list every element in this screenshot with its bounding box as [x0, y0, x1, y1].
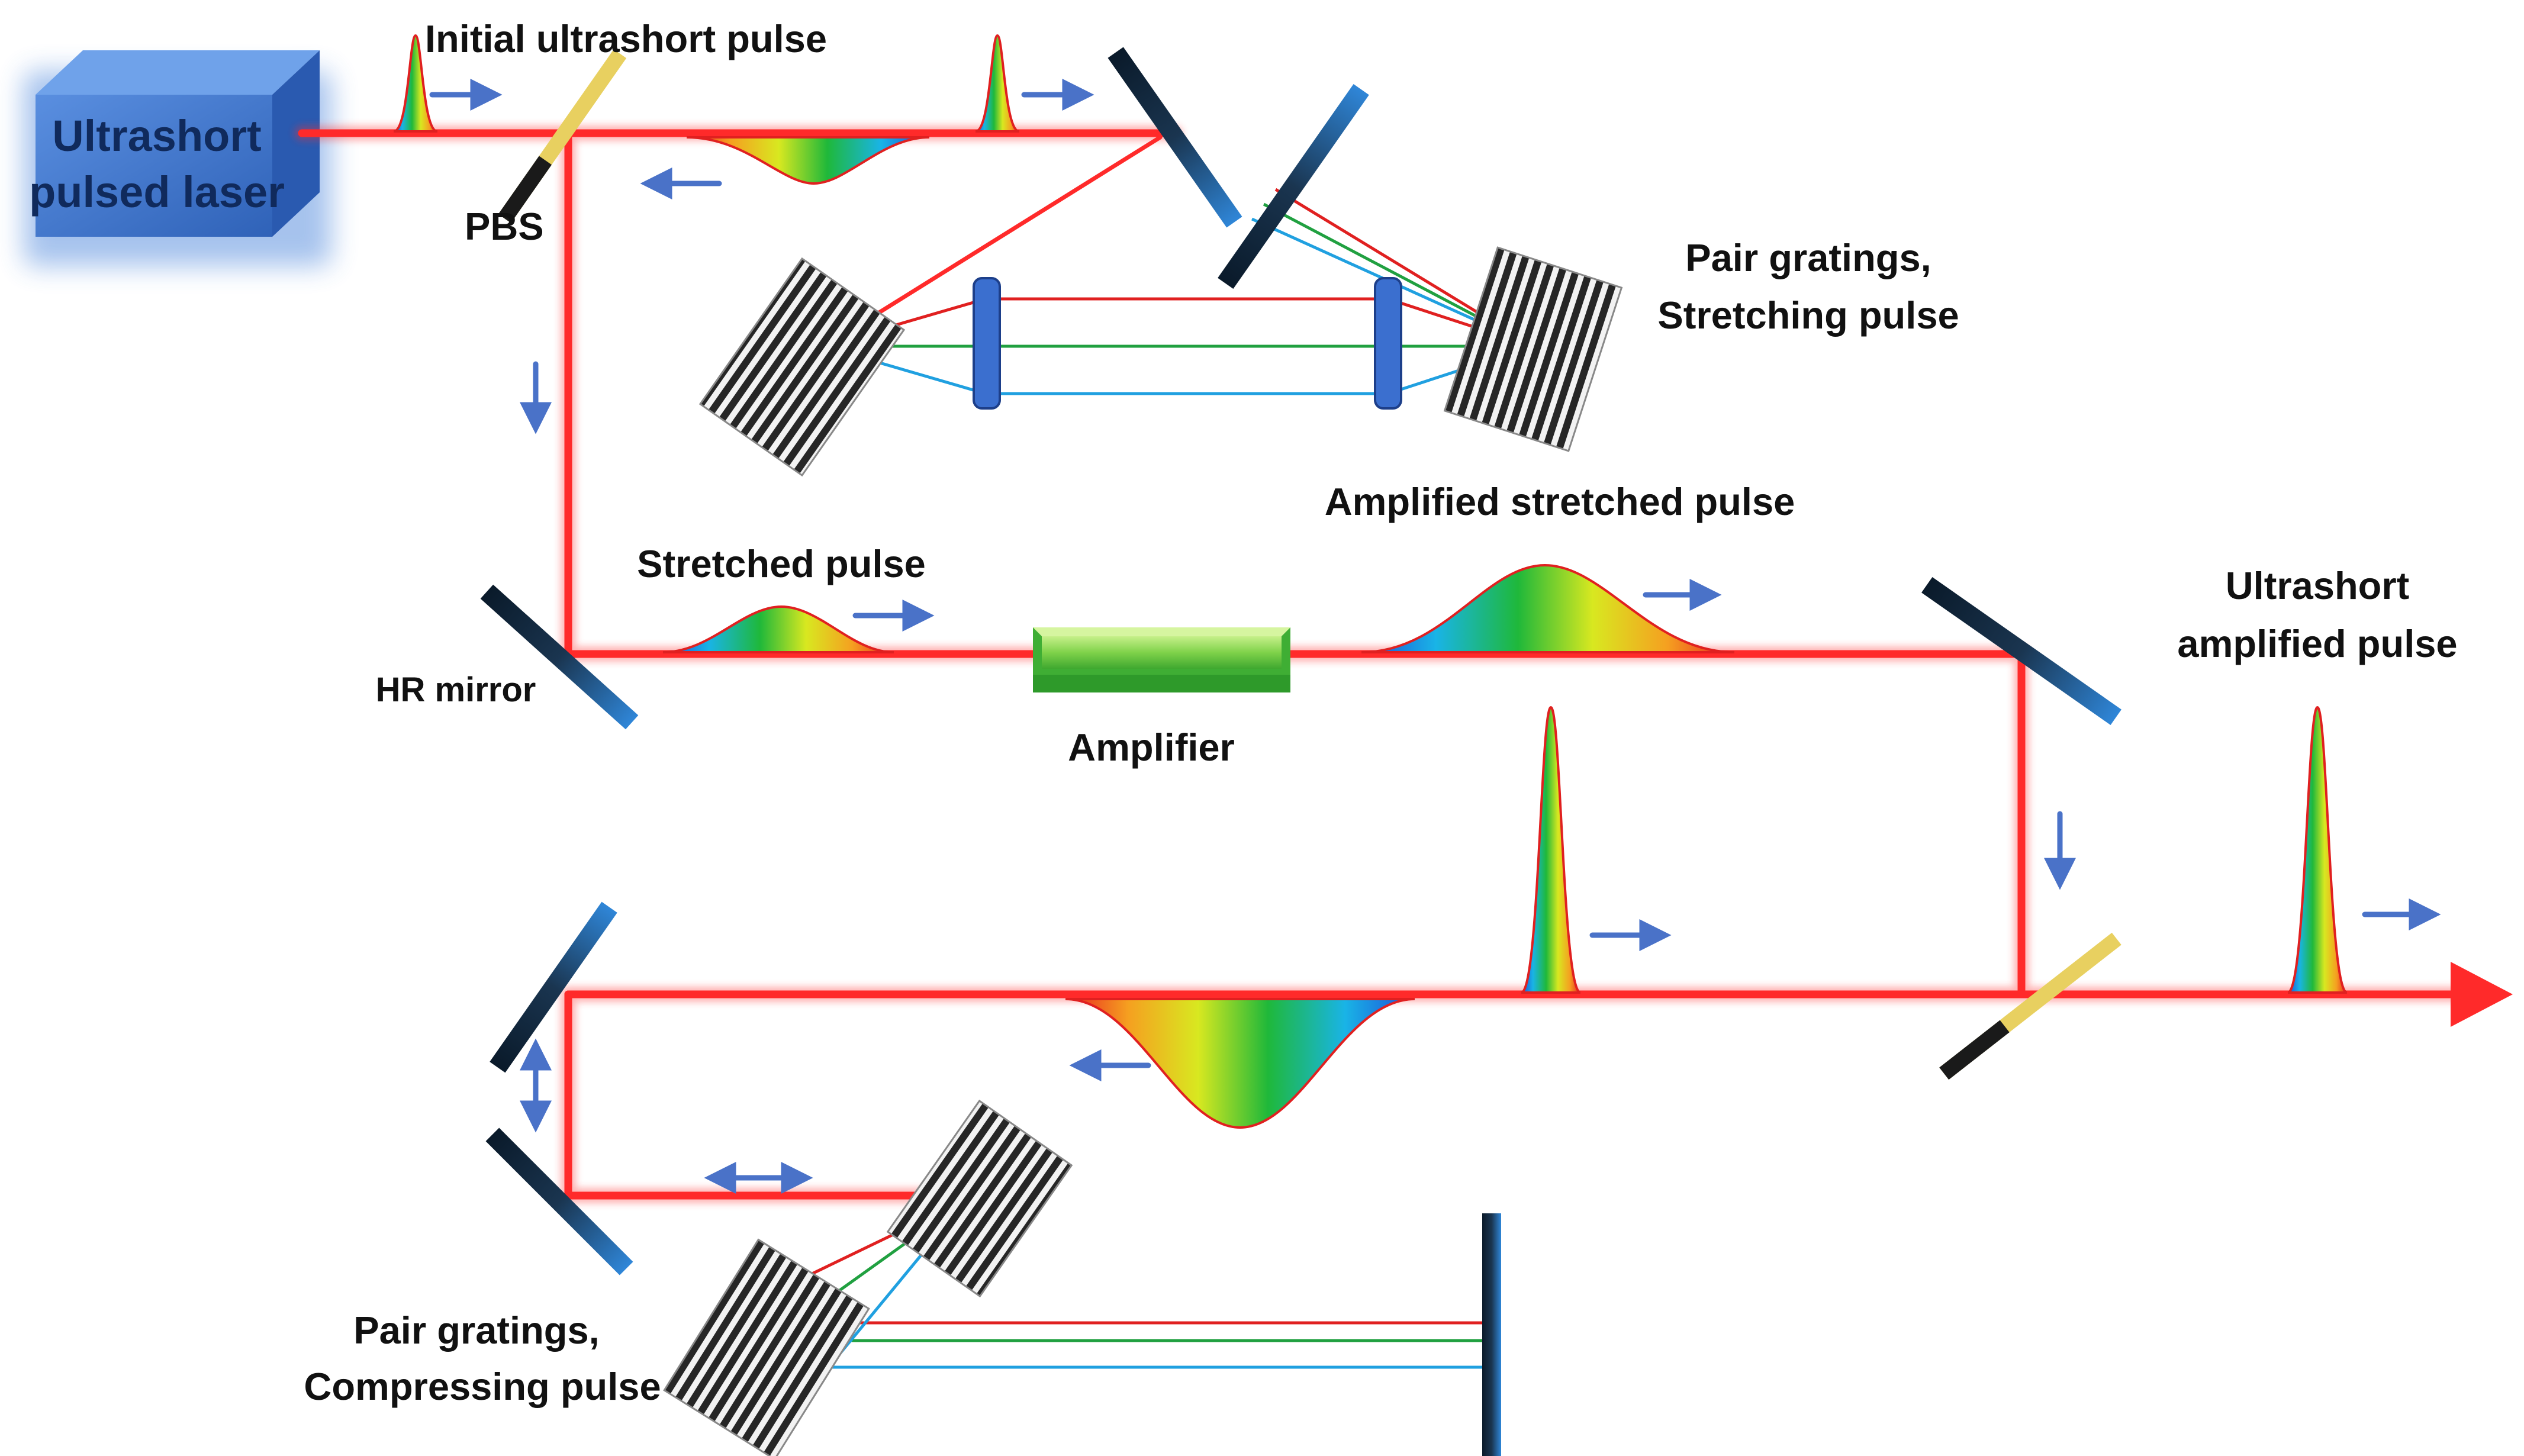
compressor-grating-bottom — [663, 1238, 870, 1456]
pulse-stretched — [662, 605, 894, 653]
amplifier-crystal — [1033, 627, 1290, 692]
stretcher-lens-left — [973, 277, 1001, 410]
laser-source: Ultrashort pulsed laser — [24, 50, 331, 266]
labels: Initial ultrashort pulse PBS Pair gratin… — [304, 17, 2457, 1408]
laser-label-line2: pulsed laser — [29, 167, 285, 217]
label-amplified-stretched: Amplified stretched pulse — [1325, 480, 1795, 523]
beam-segment-to-grating — [829, 135, 1163, 344]
mirror-stretcher-retro — [1218, 83, 1369, 289]
label-pbs: PBS — [465, 205, 544, 248]
pulse-initial-2 — [975, 34, 1020, 133]
output-arrowhead — [2451, 962, 2513, 1027]
pulse-amplified-stretched — [1361, 563, 1735, 653]
label-hr-mirror: HR mirror — [376, 671, 536, 709]
pulse-returning-stretched — [686, 136, 930, 185]
beam-paths — [294, 125, 2464, 1203]
pulse-returning-amplified — [1065, 998, 1415, 1129]
label-initial-pulse: Initial ultrashort pulse — [425, 17, 827, 60]
output-splitter — [1939, 932, 2121, 1080]
mirror-stretcher-top — [1108, 47, 1242, 228]
laser-label-line1: Ultrashort — [52, 111, 262, 160]
direction-arrows — [429, 79, 2441, 1194]
label-stretch-gratings-line1: Pair gratings, — [1685, 236, 1931, 279]
mirror-compressor-top — [490, 901, 617, 1073]
label-compress-gratings-line2: Compressing pulse — [304, 1365, 661, 1408]
label-output-line1: Ultrashort — [2226, 564, 2410, 607]
pulse-compressed-mid — [1520, 706, 1582, 994]
label-amplifier: Amplifier — [1068, 726, 1235, 769]
compressor-grating-top — [886, 1099, 1073, 1298]
label-compress-gratings-line1: Pair gratings, — [353, 1309, 599, 1352]
label-output-line2: amplified pulse — [2177, 622, 2457, 665]
pulse-initial-1 — [393, 34, 438, 133]
mirror-right-top — [1921, 577, 2121, 725]
mirror-compressor-bottom — [485, 1128, 633, 1275]
pbs-splitter — [498, 49, 627, 223]
mirror-compressor-end — [1482, 1213, 1501, 1456]
stretcher-rays — [822, 188, 1534, 395]
stretcher-grating-right — [1443, 246, 1623, 452]
pulse-output — [2287, 706, 2348, 994]
label-stretch-gratings-line2: Stretching pulse — [1657, 294, 1959, 337]
hr-mirror — [480, 584, 639, 730]
stretcher-lens-right — [1374, 277, 1402, 410]
label-stretched-pulse: Stretched pulse — [637, 542, 926, 585]
stretcher-grating-left — [698, 257, 906, 477]
